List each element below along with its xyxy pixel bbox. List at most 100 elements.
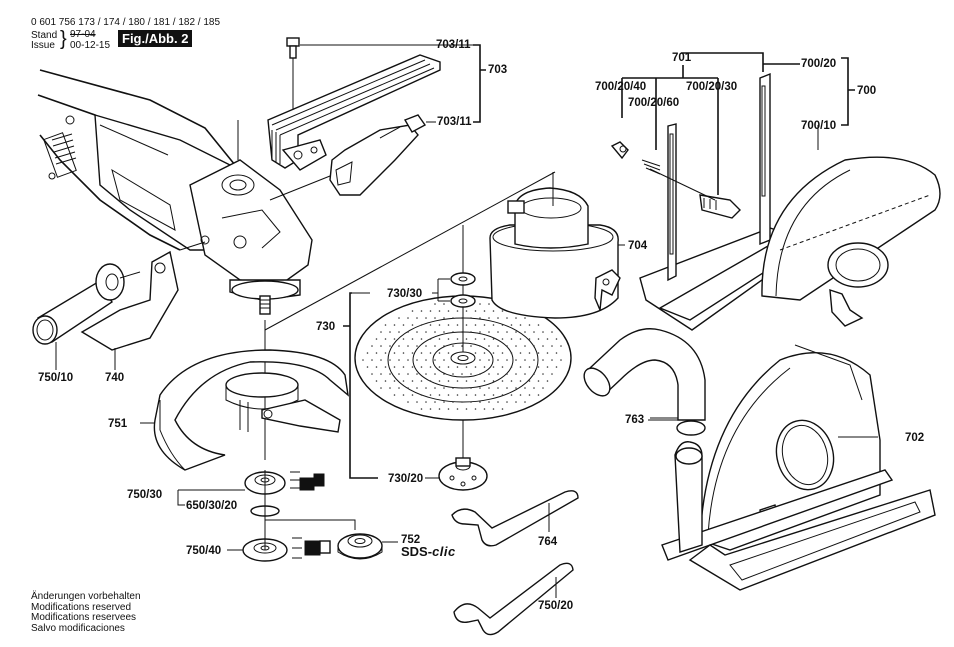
disc-perforation — [474, 352, 477, 354]
part-label-763[interactable]: 763 — [625, 414, 645, 426]
disc-perforation — [393, 380, 396, 382]
flange-750-30 — [177, 470, 325, 520]
disc-perforation — [407, 345, 409, 347]
disc-perforation — [429, 338, 432, 340]
disc-perforation — [474, 380, 477, 382]
disc-perforation — [434, 359, 436, 361]
disc-perforation — [371, 373, 373, 375]
brace: } — [60, 28, 67, 50]
disc-perforation — [393, 324, 396, 326]
spanner-750-20 — [453, 562, 574, 636]
disc-perforation — [443, 359, 445, 361]
disc-perforation — [456, 366, 459, 368]
disc-perforation — [519, 380, 522, 382]
disc-perforation — [411, 310, 414, 312]
disc-perforation — [542, 331, 544, 333]
disc-perforation — [501, 352, 504, 354]
disc-perforation — [551, 331, 553, 333]
part-label-700-20-40[interactable]: 700/20/40 — [595, 81, 647, 93]
disc-perforation — [528, 352, 531, 354]
disc-perforation — [506, 401, 508, 403]
disc-perforation — [416, 401, 418, 403]
part-label-700-20-30[interactable]: 700/20/30 — [686, 81, 738, 93]
disc-perforation — [492, 352, 495, 354]
disc-perforation — [492, 366, 495, 368]
disc-perforation — [560, 345, 562, 347]
disc-perforation — [546, 366, 549, 368]
disc-perforation — [515, 401, 517, 403]
disc-perforation — [492, 310, 495, 312]
disc-perforation — [470, 401, 472, 403]
disc-perforation — [461, 345, 463, 347]
disc-perforation — [483, 408, 486, 410]
disclaimer-line-de: Änderungen vorbehalten — [31, 591, 141, 602]
disc-perforation — [488, 359, 490, 361]
part-label-730[interactable]: 730 — [316, 321, 336, 333]
disc-perforation — [429, 394, 432, 396]
disc-perforation — [542, 373, 544, 375]
disc-perforation — [420, 394, 423, 396]
disc-perforation — [411, 380, 414, 382]
part-label-700[interactable]: 700 — [857, 85, 877, 97]
disc-perforation — [371, 359, 373, 361]
disc-perforation — [524, 359, 526, 361]
disc-perforation — [537, 352, 540, 354]
part-label-650-30-20[interactable]: 650/30/20 — [186, 500, 238, 512]
disc-perforation — [384, 366, 387, 368]
disc-perforation — [429, 310, 432, 312]
disc-perforation — [407, 373, 409, 375]
spanner-764 — [451, 490, 579, 547]
part-label-730-30[interactable]: 730/30 — [387, 288, 423, 300]
side-handle — [32, 250, 179, 370]
part-label-740[interactable]: 740 — [105, 372, 125, 384]
part-label-752[interactable]: 752 — [401, 534, 421, 546]
disc-perforation — [492, 408, 495, 410]
part-label-703-11-bottom[interactable]: 703/11 — [437, 116, 472, 128]
disc-perforation — [510, 352, 513, 354]
disc-perforation — [443, 373, 445, 375]
disc-perforation — [438, 366, 441, 368]
part-label-700-20[interactable]: 700/20 — [801, 58, 837, 70]
disc-perforation — [456, 408, 459, 410]
disc-perforation — [483, 394, 486, 396]
disc-perforation — [501, 324, 504, 326]
part-label-750-40[interactable]: 750/40 — [186, 545, 222, 557]
disc-perforation — [497, 345, 499, 347]
disc-perforation — [474, 324, 477, 326]
disc-perforation — [560, 359, 562, 361]
part-label-700-20-60[interactable]: 700/20/60 — [628, 97, 680, 109]
disc-perforation — [380, 331, 382, 333]
part-label-703-11-top[interactable]: 703/11 — [436, 39, 471, 51]
part-label-750-20[interactable]: 750/20 — [538, 600, 574, 612]
part-label-751[interactable]: 751 — [108, 418, 128, 430]
disc-perforation — [452, 331, 454, 333]
disc-perforation — [519, 324, 522, 326]
part-label-702[interactable]: 702 — [905, 432, 925, 444]
disc-perforation — [389, 359, 391, 361]
disc-perforation — [425, 359, 427, 361]
disc-perforation — [429, 408, 432, 410]
disc-perforation — [506, 345, 508, 347]
disc-perforation — [425, 331, 427, 333]
disc-perforation — [501, 380, 504, 382]
part-label-764[interactable]: 764 — [538, 536, 558, 548]
disc-perforation — [524, 317, 526, 319]
part-label-701[interactable]: 701 — [672, 52, 692, 64]
disc-perforation — [555, 366, 558, 368]
part-label-750-30[interactable]: 750/30 — [127, 489, 163, 501]
part-label-704[interactable]: 704 — [628, 240, 648, 252]
disc-perforation — [371, 345, 373, 347]
part-label-730-20[interactable]: 730/20 — [388, 473, 424, 485]
disc-perforation — [483, 324, 486, 326]
part-label-703[interactable]: 703 — [488, 64, 508, 76]
disc-perforation — [420, 352, 423, 354]
disc-perforation — [510, 324, 513, 326]
disc-perforation — [438, 324, 441, 326]
disc-perforation — [456, 380, 459, 382]
disc-perforation — [384, 338, 387, 340]
disc-perforation — [384, 352, 387, 354]
disc-perforation — [434, 345, 436, 347]
part-label-750-10[interactable]: 750/10 — [38, 372, 74, 384]
part-label-700-10[interactable]: 700/10 — [801, 120, 837, 132]
disc-perforation — [492, 394, 495, 396]
